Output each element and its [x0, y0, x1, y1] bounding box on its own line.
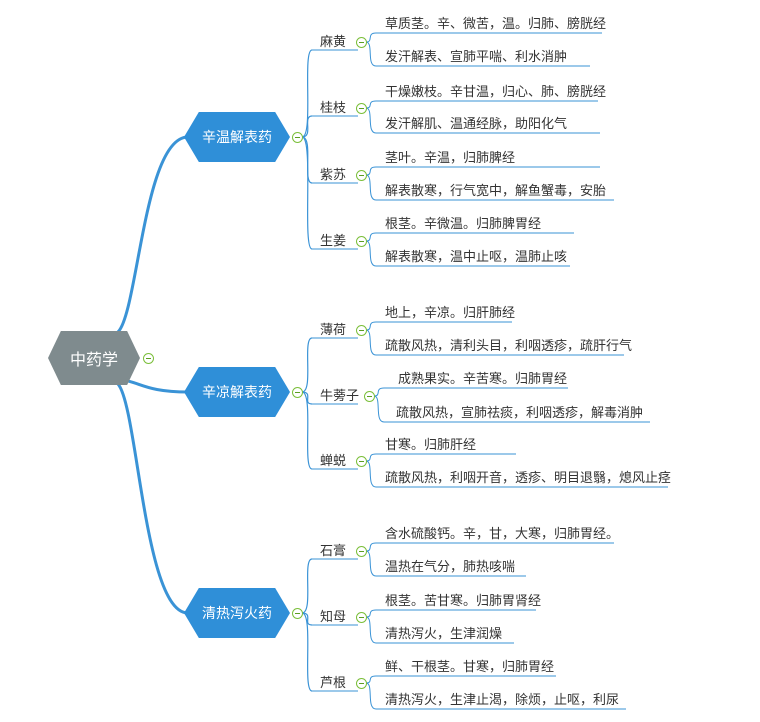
detail-text: 解表散寒，温中止呕，温肺止咳 [385, 250, 568, 265]
detail-text: 解表散寒，行气宽中，解鱼蟹毒，安胎 [385, 184, 607, 199]
herb-collapse-toggle[interactable] [356, 612, 367, 623]
detail-text: 疏散风热，清利头目，利咽透疹，疏肝行气 [385, 339, 633, 354]
herb-node[interactable]: 芦根 [320, 676, 347, 691]
herb-collapse-toggle[interactable] [356, 678, 367, 689]
category-collapse-toggle[interactable] [292, 608, 303, 619]
herb-node[interactable]: 知母 [320, 610, 347, 625]
detail-text: 根茎。辛微温。归肺脾胃经 [385, 217, 542, 232]
detail-text: 鲜、干根茎。甘寒，归肺胃经 [385, 660, 555, 675]
root-collapse-toggle[interactable] [143, 353, 154, 364]
herb-node[interactable]: 紫苏 [320, 168, 347, 183]
detail-text: 含水硫酸钙。辛，甘，大寒，归肺胃经。 [385, 527, 620, 542]
herb-collapse-toggle[interactable] [356, 456, 367, 467]
detail-text: 疏散风热，宣肺祛痰，利咽透疹，解毒消肿 [396, 406, 644, 421]
category-node-1[interactable]: 辛温解表药 [184, 112, 290, 162]
herb-collapse-toggle[interactable] [356, 236, 367, 247]
detail-text: 甘寒。归肺肝经 [385, 438, 477, 453]
herb-node[interactable]: 牛蒡子 [320, 389, 360, 404]
herb-node[interactable]: 蝉蜕 [320, 454, 347, 469]
herb-collapse-toggle[interactable] [356, 103, 367, 114]
herb-node[interactable]: 生姜 [320, 234, 347, 249]
detail-text: 清热泻火，生津润燥 [385, 627, 503, 642]
root-node[interactable]: 中药学 [48, 331, 140, 385]
herb-node[interactable]: 石膏 [320, 544, 347, 559]
detail-text: 温热在气分，肺热咳喘 [385, 560, 516, 575]
detail-text: 草质茎。辛、微苦，温。归肺、膀胱经 [385, 17, 607, 32]
category-collapse-toggle[interactable] [292, 132, 303, 143]
category-node-3[interactable]: 清热泻火药 [184, 588, 290, 638]
herb-node[interactable]: 桂枝 [320, 101, 347, 116]
detail-text: 根茎。苦甘寒。归肺胃肾经 [385, 594, 542, 609]
detail-text: 发汗解肌、温通经脉，助阳化气 [385, 117, 568, 132]
detail-text: 清热泻火，生津止渴，除烦，止呕，利尿 [385, 693, 620, 708]
detail-text: 发汗解表、宣肺平喘、利水消肿 [385, 50, 568, 65]
detail-text: 地上，辛凉。归肝肺经 [385, 306, 516, 321]
herb-node[interactable]: 薄荷 [320, 323, 347, 338]
herb-collapse-toggle[interactable] [364, 391, 375, 402]
detail-text: 干燥嫩枝。辛甘温，归心、肺、膀胱经 [385, 85, 607, 100]
category-collapse-toggle[interactable] [292, 387, 303, 398]
detail-text: 疏散风热，利咽开音，透疹、明目退翳，熄风止痉 [385, 471, 672, 486]
herb-collapse-toggle[interactable] [356, 37, 367, 48]
category-node-2[interactable]: 辛凉解表药 [184, 367, 290, 417]
detail-text: 茎叶。辛温，归肺脾经 [385, 151, 516, 166]
detail-text: 成熟果实。辛苦寒。归肺胃经 [398, 372, 568, 387]
herb-collapse-toggle[interactable] [356, 546, 367, 557]
herb-collapse-toggle[interactable] [356, 325, 367, 336]
herb-node[interactable]: 麻黄 [320, 35, 347, 50]
herb-collapse-toggle[interactable] [356, 170, 367, 181]
